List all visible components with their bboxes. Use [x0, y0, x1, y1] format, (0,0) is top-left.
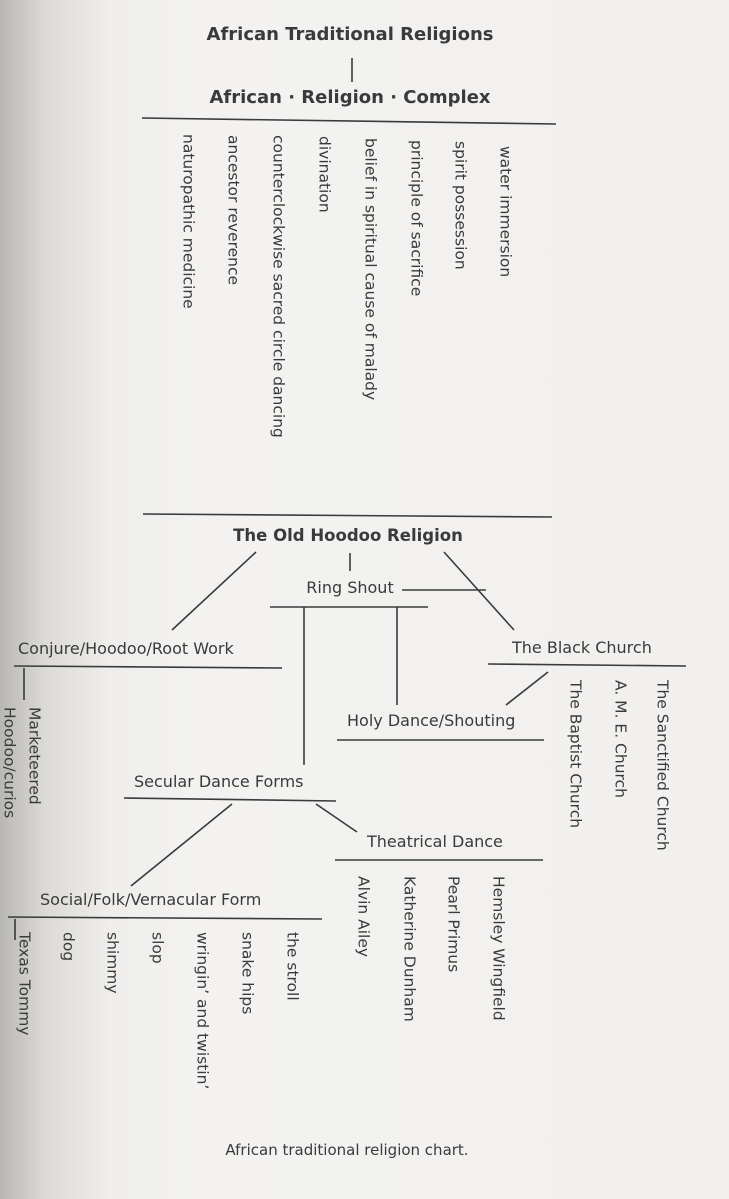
complex-item-counterclockwise-dancing: counterclockwise sacred circle dancing	[269, 135, 288, 438]
complex-item-principle-of-sacrifice: principle of sacrifice	[407, 140, 426, 297]
complex-item-belief-spiritual-cause: belief in spiritual cause of malady	[361, 138, 380, 401]
complex-item-water-immersion: water immersion	[496, 146, 515, 278]
line-hoodoo-to-church	[443, 551, 515, 631]
line-complex-bar	[141, 117, 557, 125]
node-theatrical-dance: Theatrical Dance	[367, 832, 503, 851]
line-church-to-holy	[505, 671, 549, 706]
node-old-hoodoo-religion: The Old Hoodoo Religion	[233, 526, 463, 545]
social-item-dog: dog	[59, 932, 78, 962]
complex-item-ancestor-reverence: ancestor reverence	[224, 135, 243, 286]
line-hoodoo-bar	[142, 513, 553, 518]
social-item-texas-tommy: Texas Tommy	[15, 932, 34, 1036]
church-item-baptist: The Baptist Church	[566, 680, 585, 829]
social-item-shimmy: shimmy	[103, 932, 122, 994]
line-hoodoo-to-conjure	[171, 551, 257, 631]
complex-item-divination: divination	[315, 136, 334, 213]
node-holy-dance-shouting: Holy Dance/Shouting	[347, 711, 516, 730]
line-secular-to-social	[130, 803, 233, 887]
social-item-the-stroll: the stroll	[283, 932, 302, 1001]
line-church-bar	[487, 663, 687, 667]
conjure-item-hoodoo-curios: Hoodoo/curios	[0, 707, 19, 819]
theatrical-item-pearl-primus: Pearl Primus	[444, 876, 463, 973]
church-item-sanctified: The Sanctified Church	[653, 680, 672, 851]
conjure-item-marketeered: Marketeered	[25, 707, 44, 805]
complex-item-naturopathic-medicine: naturopathic medicine	[179, 134, 198, 309]
node-conjure-hoodoo-root-work: Conjure/Hoodoo/Root Work	[18, 639, 234, 658]
line-conjure-bar	[13, 665, 283, 669]
title-african-traditional-religions: African Traditional Religions	[206, 24, 494, 45]
node-secular-dance-forms: Secular Dance Forms	[134, 772, 304, 791]
church-item-ame: A. M. E. Church	[611, 680, 630, 798]
title-african-religion-complex: African · Religion · Complex	[209, 87, 491, 108]
line-social-bar	[7, 916, 323, 920]
line-secular-bar	[123, 797, 337, 802]
social-item-snake-hips: snake hips	[238, 932, 257, 1015]
node-social-folk-vernacular-form: Social/Folk/Vernacular Form	[40, 890, 262, 909]
social-item-wringin-twistin: wringin’ and twistin’	[193, 932, 212, 1090]
social-item-slop: slop	[148, 932, 167, 964]
line-secular-to-theatrical	[315, 803, 358, 833]
theatrical-item-hemsley-wingfield: Hemsley Wingfield	[489, 876, 508, 1021]
node-ring-shout: Ring Shout	[306, 578, 394, 597]
complex-item-spirit-possession: spirit possession	[451, 141, 470, 270]
figure-caption: African traditional religion chart.	[225, 1141, 469, 1159]
theatrical-item-katherine-dunham: Katherine Dunham	[400, 876, 419, 1022]
node-black-church: The Black Church	[512, 638, 652, 657]
theatrical-item-alvin-ailey: Alvin Ailey	[354, 876, 373, 958]
